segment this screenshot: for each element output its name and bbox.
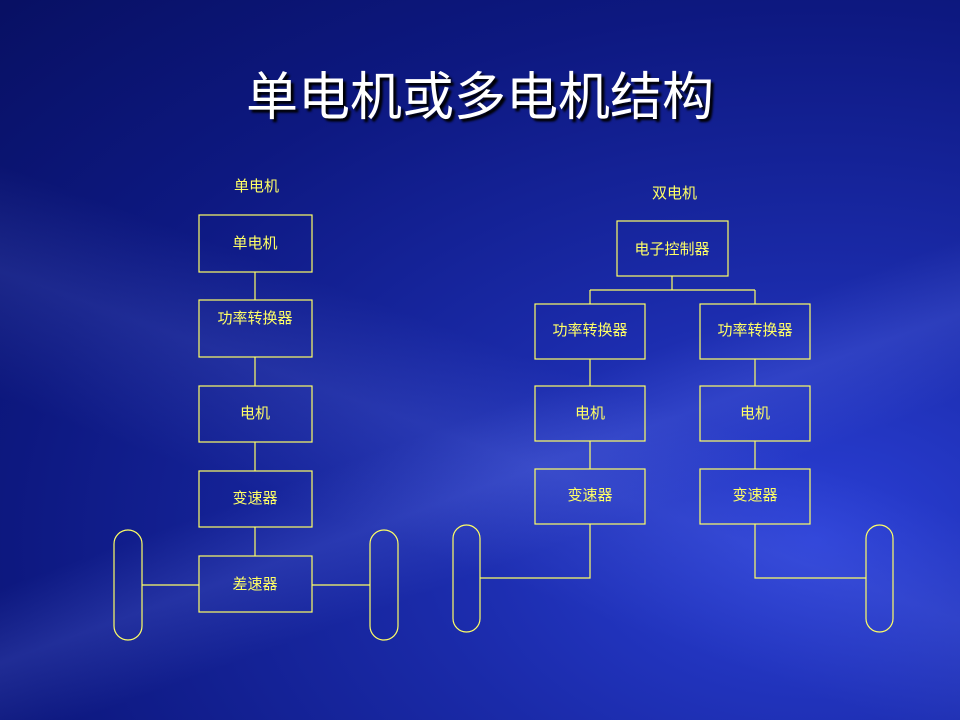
single-motor-caption: 单电机 (234, 177, 280, 195)
slide-title: 单电机或多电机结构 (245, 68, 714, 128)
left-motor-label: 电机 (575, 404, 605, 422)
single-differential-label: 差速器 (232, 575, 277, 593)
single-differential-box (198, 555, 313, 613)
right-wheel (369, 529, 399, 641)
dual-motor-caption: 双电机 (652, 184, 698, 202)
right-transmission-label: 变速器 (732, 486, 777, 504)
left-drive-shaft (480, 524, 591, 579)
single-transmission-label: 变速器 (232, 489, 277, 507)
single-motor-box-label: 单电机 (232, 234, 277, 252)
single-power-converter-label: 功率转换器 (217, 309, 292, 327)
left-wheel (113, 529, 143, 641)
dual-left-wheel (452, 524, 481, 633)
electronic-controller-label: 电子控制器 (634, 240, 709, 258)
left-transmission-label: 变速器 (567, 486, 612, 504)
dual-motor-branch: 电子控制器 功率转换器 电机 变速器 功率转换器 电机 变速器 (452, 220, 894, 633)
right-motor-label: 电机 (740, 404, 770, 422)
single-motor-unit-label: 电机 (240, 404, 270, 422)
right-power-converter-label: 功率转换器 (717, 321, 792, 339)
dual-right-wheel (865, 524, 894, 633)
single-motor-branch: 单电机 功率转换器 电机 变速器 差速器 (113, 214, 399, 641)
left-power-converter-label: 功率转换器 (552, 321, 627, 339)
right-drive-shaft (754, 524, 866, 579)
